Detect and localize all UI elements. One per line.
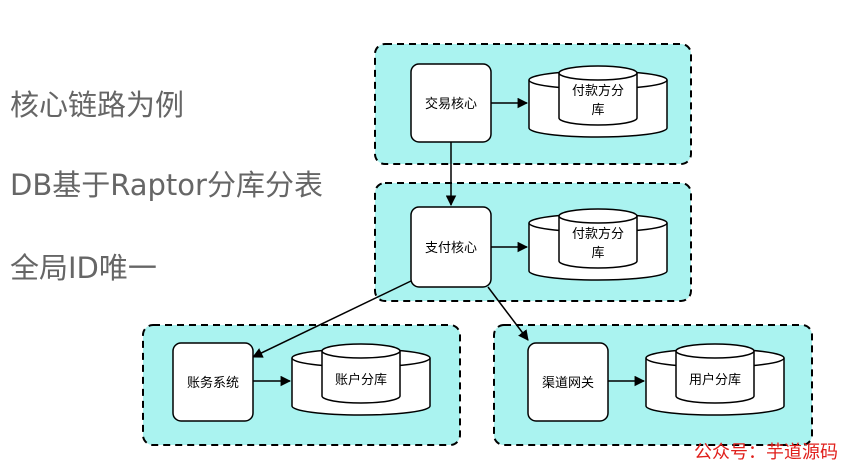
trade-db-label-line2: 库 [591,102,604,118]
channel-gateway-label: 渠道网关 [542,376,594,391]
channel-gateway-node [527,342,609,422]
account-system-label: 账务系统 [187,375,239,391]
pay-db-label-line2: 库 [591,245,604,261]
trade-db-cylinder [528,65,668,138]
watermark: 公众号：芋道源码 [694,442,838,463]
account-db-label: 账户分库 [335,372,387,388]
user-db-label: 用户分库 [689,372,741,388]
bullet-core-path: 核心链路为例 [10,88,185,122]
arrow-pay-to-account [252,280,412,358]
bullet-db-sharding: DB基于Raptor分库分表 [10,168,323,202]
account-system-node [172,342,254,422]
user-db-cylinder [645,343,785,416]
pay-core-label: 支付核心 [425,241,477,256]
arrow-pay-to-channel [487,286,529,341]
bullet-global-id: 全局ID唯一 [10,251,157,285]
trade-db-label-line1: 付款方分 [572,83,624,99]
pay-db-label-line1: 付款方分 [572,226,624,242]
account-db-cylinder [291,343,431,416]
trade-core-label: 交易核心 [425,96,477,112]
pay-db-cylinder [528,208,668,281]
